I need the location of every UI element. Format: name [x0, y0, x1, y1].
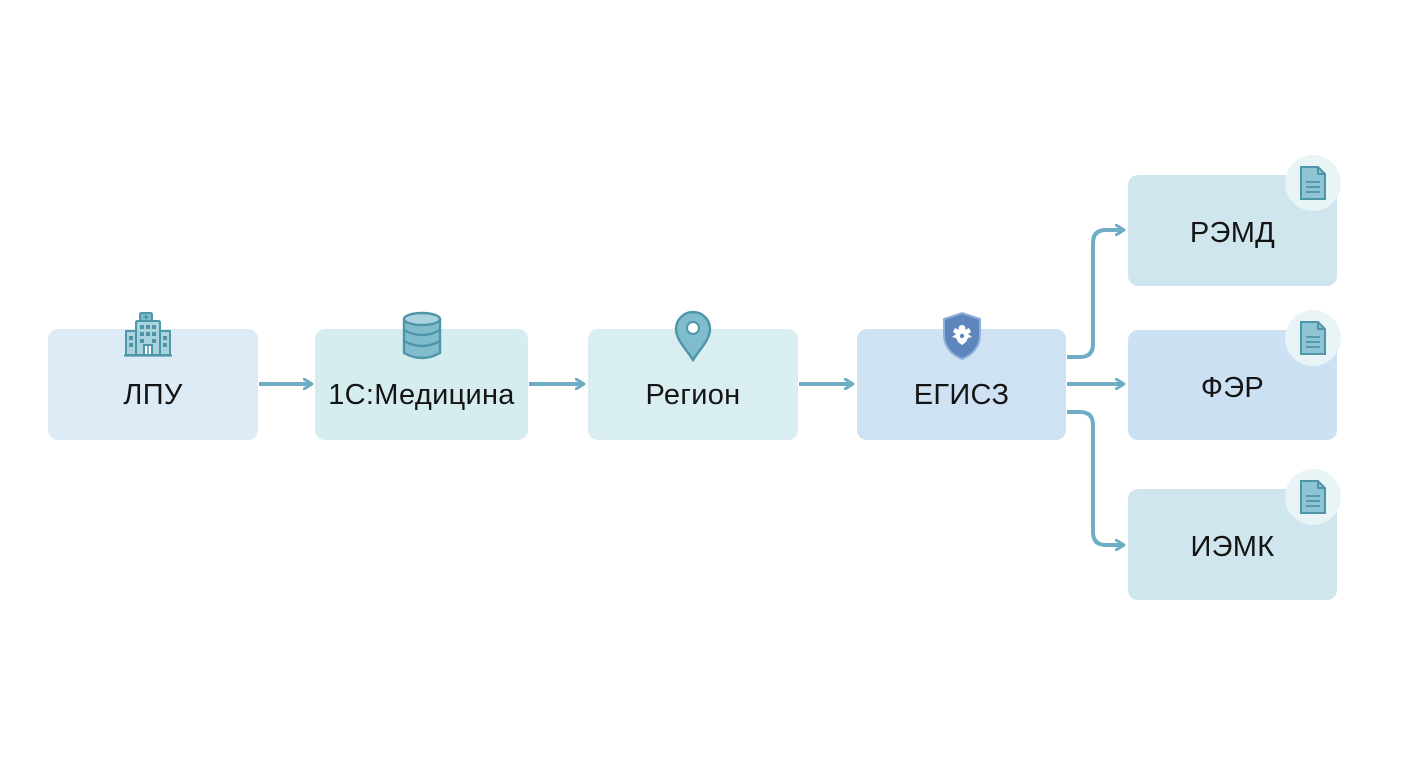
node-iemk-label: ИЭМК — [1190, 531, 1275, 563]
document-icon — [1285, 155, 1341, 211]
node-medicina: 1С:Медицина — [315, 311, 528, 440]
node-egisz: ЕГИСЗ — [857, 311, 1066, 440]
node-region-label: Регион — [645, 379, 741, 411]
node-medicina-label: 1С:Медицина — [328, 379, 515, 411]
node-lpu: ЛПУ — [48, 312, 258, 440]
node-region: Регион — [588, 310, 798, 440]
document-icon — [1285, 310, 1341, 366]
shield-emblem-icon — [932, 311, 992, 361]
document-icon — [1285, 469, 1341, 525]
arrow-egisz-to-iemk — [1067, 410, 1123, 545]
node-fer: ФЭР — [1128, 310, 1341, 440]
node-remd: РЭМД — [1128, 155, 1341, 286]
node-lpu-label: ЛПУ — [123, 379, 183, 411]
node-iemk: ИЭМК — [1128, 469, 1341, 600]
arrow-egisz-to-remd — [1067, 230, 1123, 359]
database-icon — [392, 311, 452, 361]
node-fer-label: ФЭР — [1200, 372, 1265, 404]
node-egisz-label: ЕГИСЗ — [913, 379, 1010, 411]
map-pin-icon — [663, 310, 723, 362]
node-remd-label: РЭМД — [1189, 217, 1276, 249]
hospital-icon — [123, 311, 183, 361]
